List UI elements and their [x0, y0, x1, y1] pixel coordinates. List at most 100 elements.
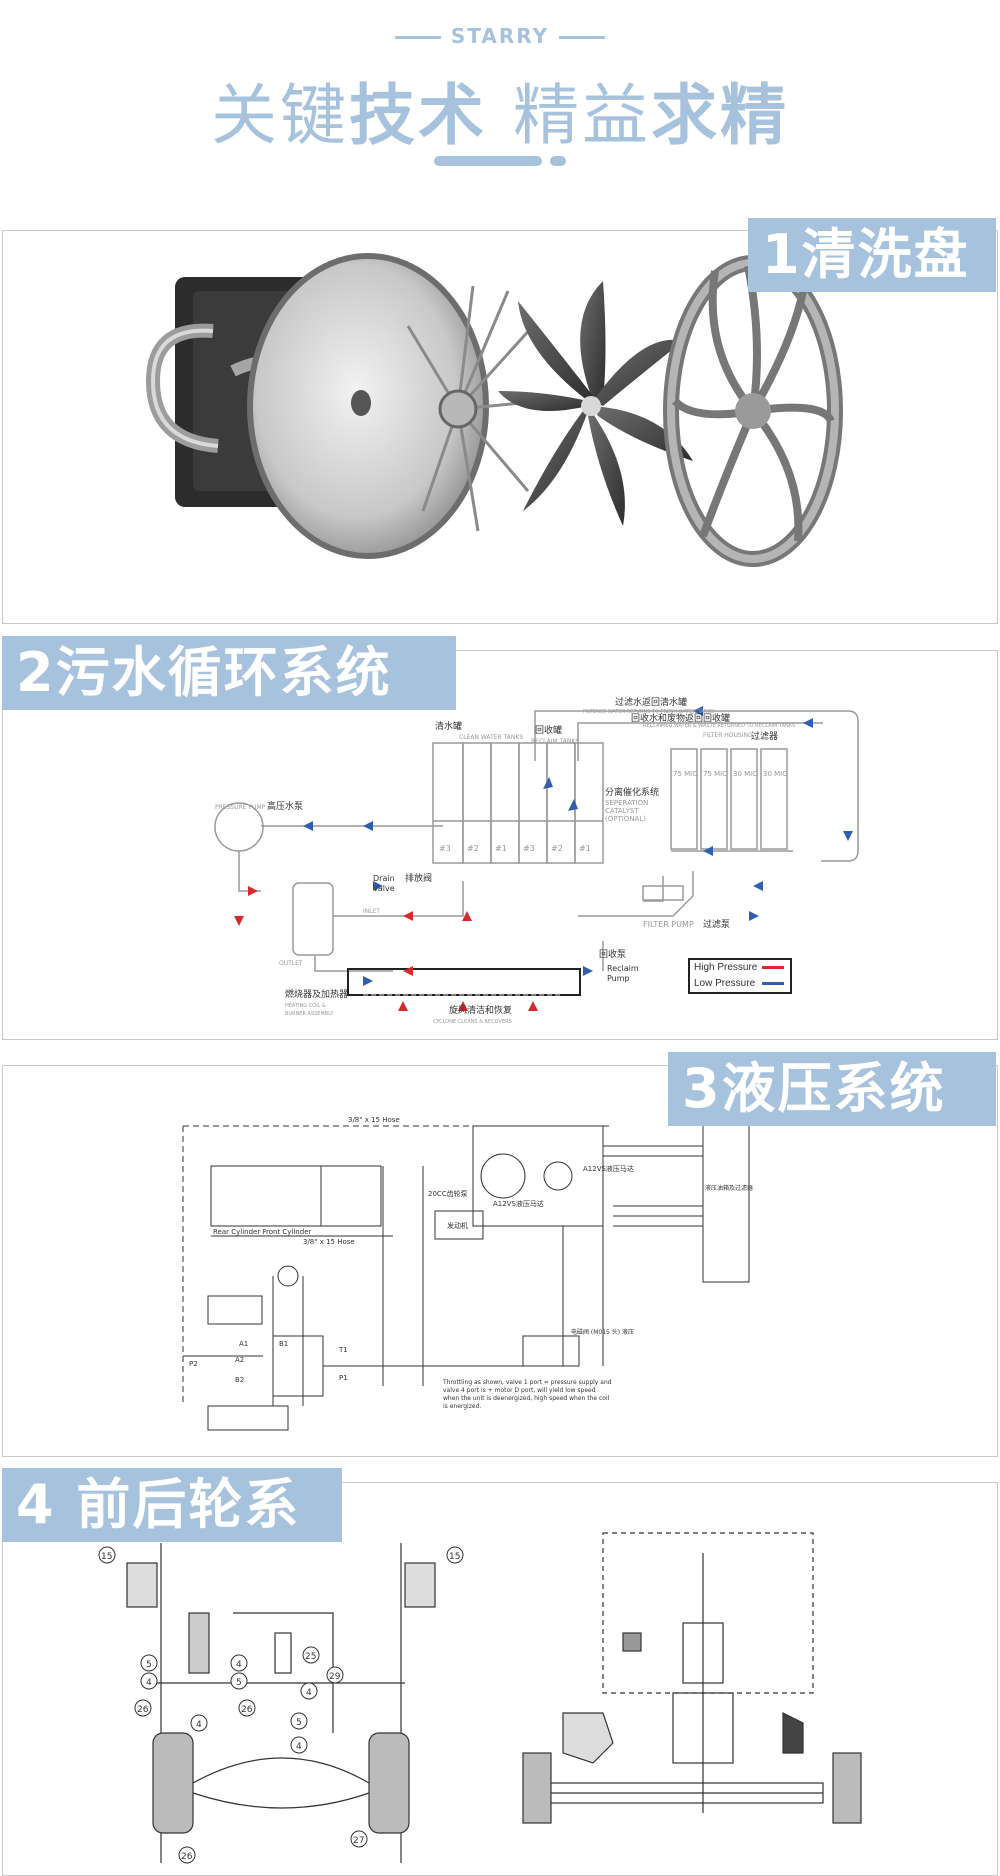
section-2-label: 2污水循环系统	[2, 636, 456, 710]
tank-label-2a: #2	[467, 844, 479, 853]
headline-part-2: 技术	[349, 77, 487, 154]
section-hydraulic-panel: 3/8" x 15 Hose 3/8" x 15 Hose Rear Cylin…	[2, 1065, 998, 1457]
filtered-return-cn: 过滤水返回清水罐	[615, 696, 687, 708]
drain-valve-cn: 排放阀	[405, 872, 432, 884]
svg-text:27: 27	[353, 1836, 364, 1846]
wheel-system-diagram: 15 15 25 29 5 4 4 5 4 26 26 4 5 4 27 26	[98, 1532, 862, 1864]
brand-mark: STARRY	[0, 24, 1000, 48]
reclaim-return-en: RECLAIMED WATER & WASTE RETURNED TO RECL…	[643, 723, 795, 729]
svg-text:26: 26	[137, 1705, 149, 1715]
reclaim-pump-cn: 回收泵	[599, 948, 626, 960]
filtered-return-en: FILTERED WATER RETURNS TO FRESH WATER TA…	[583, 709, 714, 715]
port-p1: P1	[339, 1374, 348, 1382]
burner-en-1: HEATING COIL &	[285, 1003, 326, 1009]
drain-valve-en-2: Valve	[373, 884, 395, 893]
legend-low-row: Low Pressure	[690, 976, 790, 992]
port-b2: B2	[235, 1376, 244, 1384]
wastewater-diagram: 清水罐 CLEAN WATER TANKS 回收罐 RECLAIM TANKS …	[214, 696, 859, 1025]
svg-text:4: 4	[296, 1742, 302, 1752]
fan-blades	[498, 281, 693, 526]
wheel-front-left	[126, 1562, 158, 1608]
svg-text:29: 29	[329, 1672, 341, 1682]
brand-text: STARRY	[450, 24, 550, 48]
callout-4c: 4	[300, 1682, 318, 1700]
outlet-text: OUTLET	[279, 960, 303, 967]
pressure-pump-cn: 高压水泵	[267, 800, 303, 812]
svg-text:5: 5	[296, 1718, 302, 1728]
hose-mid: 3/8" x 15 Hose	[303, 1238, 355, 1246]
tank-label-3: #3	[439, 844, 451, 853]
legend-low-label: Low Pressure	[694, 978, 756, 989]
svg-text:4: 4	[306, 1688, 312, 1698]
port-b1: B1	[279, 1340, 288, 1348]
engine-label: 发动机	[447, 1221, 468, 1230]
wheel-front-right	[404, 1562, 436, 1608]
legend-high-label: High Pressure	[694, 962, 758, 973]
inlet-text: INLET	[363, 908, 380, 915]
svg-text:4: 4	[236, 1660, 242, 1670]
filter-mic-4: 30 MIC	[763, 770, 787, 778]
port-p2: P2	[189, 1360, 198, 1368]
port-a1: A1	[239, 1340, 248, 1348]
reclaim-tank-en: RECLAIM TANKS	[531, 738, 579, 745]
filter-mic-3: 30 MIC	[733, 770, 757, 778]
callout-25: 25	[302, 1646, 320, 1664]
headline-part-3: 精益	[513, 77, 651, 154]
cleaning-disc-illustration	[145, 253, 843, 567]
separation-cn: 分离催化系统	[605, 786, 659, 798]
burner-en-2: BURNER ASSEMBLY	[285, 1011, 334, 1017]
filter-pump-en: FILTER PUMP	[643, 920, 694, 929]
svg-text:26: 26	[181, 1852, 193, 1862]
port-t1: T1	[338, 1346, 348, 1354]
filter-pump-cn: 过滤泵	[703, 918, 730, 930]
wheel-rear-left	[522, 1752, 552, 1824]
pressure-legend: High Pressure Low Pressure	[688, 958, 792, 994]
motor-label-2: A12VS液压马达	[493, 1199, 544, 1208]
hose-top: 3/8" x 15 Hose	[348, 1116, 400, 1124]
tank-label-1a: #1	[495, 844, 507, 853]
callouts-left: 15 15 25 29 5 4 4 5 4 26 26 4 5 4 27 26	[98, 1546, 464, 1864]
callout-26b: 26	[238, 1699, 256, 1717]
svg-text:25: 25	[305, 1652, 316, 1662]
note-line-4: is energized.	[443, 1403, 481, 1410]
section-4-label: 4 前后轮系	[2, 1468, 342, 1542]
callout-29: 29	[326, 1666, 344, 1684]
reclaim-pump-en-1: Reclaim	[607, 964, 639, 973]
motor-label: A12VS液压马达	[583, 1164, 634, 1173]
port-a2: A2	[235, 1356, 244, 1364]
headline-part-1: 关键	[211, 77, 349, 154]
valve-label: 电磁阀 (M015 头) 液压	[571, 1328, 634, 1336]
svg-text:5: 5	[146, 1660, 152, 1670]
section-cleaning-disc-panel	[2, 230, 998, 624]
headline-underbar	[434, 156, 542, 166]
reclaim-pump-en-2: Pump	[607, 974, 630, 983]
legend-high-arrow	[762, 966, 784, 969]
callout-5b: 5	[230, 1672, 248, 1690]
svg-text:15: 15	[449, 1552, 460, 1562]
tank-label-2b: #2	[551, 844, 563, 853]
pressure-pump-en: PRESSURE PUMP	[215, 804, 266, 811]
cyclone-cn: 旋风清洁和恢复	[449, 1004, 512, 1016]
note-line-1: Throttling as shown, valve 1 port = pres…	[442, 1379, 612, 1386]
brand-line-left	[394, 36, 441, 39]
clean-tank-cn: 清水罐	[435, 720, 462, 732]
reclaim-return-cn: 回收水和废物返回回收罐	[631, 712, 730, 724]
separation-en-2: CATALYST	[605, 807, 639, 815]
cyclone-en: CYCLONE CLEANS & RECOVERS	[433, 1019, 512, 1025]
legend-high-row: High Pressure	[690, 960, 790, 976]
oil-tank-label: 液压油箱及过滤器	[705, 1184, 753, 1192]
filter-housing-en: FILTER HOUSING	[703, 732, 753, 739]
svg-text:26: 26	[241, 1705, 253, 1715]
callout-5a: 5	[140, 1654, 158, 1672]
callout-4a: 4	[140, 1672, 158, 1690]
note-line-2: valve 4 port is + motor D port, will yie…	[443, 1387, 596, 1394]
callout-15b: 15	[446, 1546, 464, 1564]
legend-low-arrow	[762, 982, 784, 985]
callout-4d: 4	[190, 1714, 208, 1732]
svg-text:4: 4	[196, 1720, 202, 1730]
note-line-3: when the unit is deenergized, high speed…	[443, 1395, 610, 1402]
hydraulic-diagram: 3/8" x 15 Hose 3/8" x 15 Hose Rear Cylin…	[182, 1116, 753, 1431]
svg-text:5: 5	[236, 1678, 242, 1688]
filter-housing-cn: 过滤器	[751, 730, 778, 742]
separation-en-3: (OPTIONAL)	[605, 815, 646, 823]
